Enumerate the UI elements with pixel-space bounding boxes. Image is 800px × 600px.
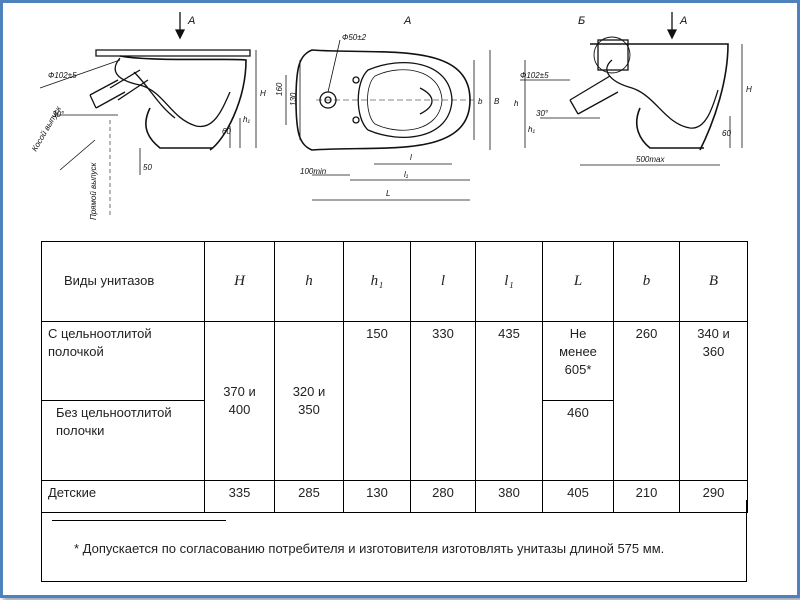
pryamoy-label: Прямой выпуск xyxy=(89,162,98,221)
row-noshelf-type: Без цельноотлитой полочки xyxy=(41,400,205,481)
H-label-right: H xyxy=(746,85,752,94)
header-L: L xyxy=(573,273,583,290)
angle30-right: 30° xyxy=(536,109,549,118)
view-a-label-middle: A xyxy=(403,15,411,27)
row-shelf-type: С цельноотлитой полочкой xyxy=(41,320,205,402)
row-kids-B: 290 xyxy=(679,479,748,514)
table-header-row: Виды унитазов H h h₁ l l₁ L b B xyxy=(41,241,748,322)
row-kids-h: 285 xyxy=(274,479,344,514)
row-shelf-H: 370 и 400 xyxy=(204,320,275,481)
row-shelf-l: 330 xyxy=(410,320,476,481)
top-view-middle xyxy=(285,39,491,201)
footnote-text: * Допускается по согласованию потребител… xyxy=(74,541,665,556)
L-label: L xyxy=(386,189,390,198)
view-a-label-left: A xyxy=(187,15,195,27)
row-kids-b: 210 xyxy=(613,479,680,514)
row-shelf-l1: 435 xyxy=(475,320,543,481)
header-H: H xyxy=(234,273,245,290)
table-row-noshelf: Без цельноотлитой полочки 460 xyxy=(41,400,748,481)
row-shelf-b: 260 xyxy=(613,320,680,481)
header-l1: l₁ xyxy=(504,273,514,290)
side-view-left xyxy=(39,12,257,215)
view-b-label: Б xyxy=(578,15,585,27)
d102-label-right: Ф102±5 xyxy=(520,71,549,80)
d102-label-left: Ф102±5 xyxy=(48,71,77,80)
table-row-shelf: С цельноотлитой полочкой 370 и 400 320 и… xyxy=(41,320,748,481)
s60-label-left: 60 xyxy=(222,127,231,136)
dimensions-table: Виды унитазов H h h₁ l l₁ L b B С цельно… xyxy=(41,241,748,514)
s60-label-right: 60 xyxy=(722,129,731,138)
row-shelf-h1: 150 xyxy=(343,320,411,481)
row-kids-H: 335 xyxy=(204,479,275,514)
header-type: Виды унитазов xyxy=(41,241,205,322)
min100-label: 100min xyxy=(300,167,327,176)
l-label: l xyxy=(410,153,412,162)
header-b: b xyxy=(642,273,651,290)
header-h1: h₁ xyxy=(370,273,384,290)
row-shelf-L: Не менее 605* xyxy=(542,320,614,402)
row-noshelf-L: 460 xyxy=(542,400,614,481)
B-label: B xyxy=(494,97,500,106)
l1-label: l₁ xyxy=(404,170,409,179)
h1-label-left: h₁ xyxy=(243,115,250,124)
s160-label: 160 xyxy=(275,82,284,96)
angle30-left: 30° xyxy=(52,110,65,119)
kosoy-label: Косой выпуск xyxy=(30,104,64,153)
row-shelf-h: 320 и 350 xyxy=(274,320,344,481)
side-view-right xyxy=(520,12,743,166)
footnote-box: * Допускается по согласованию потребител… xyxy=(41,500,747,582)
d50-label: Ф50±2 xyxy=(342,33,367,42)
row-kids-l: 280 xyxy=(410,479,476,514)
table-row-kids: Детские 335 285 130 280 380 405 210 290 xyxy=(41,479,748,514)
header-B: B xyxy=(708,273,719,290)
footnote-rule xyxy=(52,520,226,521)
h-label-right: h xyxy=(514,99,519,108)
s50-label: 50 xyxy=(143,163,152,172)
h1-label-right: h₁ xyxy=(528,125,535,134)
toilet-drawings-svg: A A Б A Ф102±5 30° H h₁ 60 50 Косой выпу… xyxy=(30,12,752,221)
max500-label: 500max xyxy=(636,155,665,164)
view-a-label-right: A xyxy=(679,15,687,27)
header-l: l xyxy=(440,273,446,290)
technical-drawings: A A Б A Ф102±5 30° H h₁ 60 50 Косой выпу… xyxy=(0,0,800,230)
b-label: b xyxy=(478,97,483,106)
H-label-left: H xyxy=(260,89,266,98)
s130-label: 130 xyxy=(289,92,298,106)
row-kids-L: 405 xyxy=(542,479,614,514)
header-h: h xyxy=(305,273,313,290)
row-shelf-B: 340 и 360 xyxy=(679,320,748,481)
